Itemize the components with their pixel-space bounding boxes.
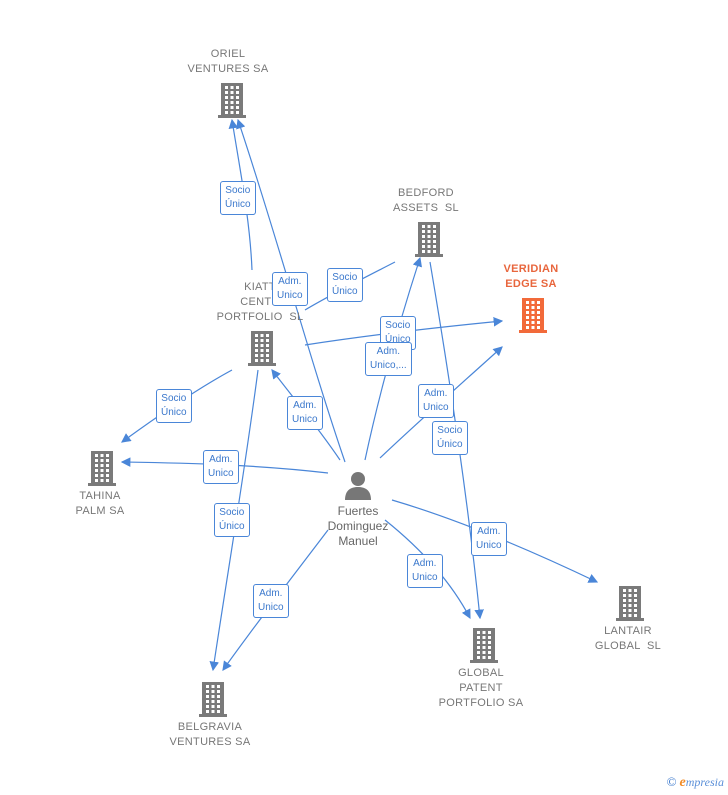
node-belgravia[interactable]: BELGRAVIA VENTURES SA [150, 720, 270, 750]
person-icon [345, 472, 371, 500]
node-oriel-label: ORIEL VENTURES SA [187, 48, 269, 75]
node-kiatt[interactable]: KIATT CENTR PORTFOLIO SL [200, 280, 320, 325]
node-bedford-label: BEDFORD ASSETS SL [393, 187, 459, 214]
copyright-icon: © [666, 774, 677, 789]
relation-label[interactable]: Socio Único [432, 421, 468, 455]
brand-footer[interactable]: ©empresia [667, 774, 724, 791]
relation-label[interactable]: Adm. Unico [287, 396, 323, 430]
building-icon[interactable] [197, 681, 229, 722]
relation-label[interactable]: Socio Único [220, 181, 256, 215]
node-kiatt-label: KIATT CENTR PORTFOLIO SL [216, 281, 304, 323]
relation-label[interactable]: Adm. Unico [418, 384, 454, 418]
building-icon[interactable] [413, 221, 445, 262]
relation-label[interactable]: Adm. Unico [203, 450, 239, 484]
relation-label[interactable]: Socio Único [156, 389, 192, 423]
building-icon[interactable] [86, 450, 118, 491]
brand-logo-e: e [679, 775, 686, 790]
person-name: Fuertes Dominguez Manuel [327, 504, 389, 548]
relation-label[interactable]: Adm. Unico [407, 554, 443, 588]
relation-label[interactable]: Adm. Unico [471, 522, 507, 556]
node-bedford[interactable]: BEDFORD ASSETS SL [366, 186, 486, 216]
building-icon[interactable] [216, 82, 248, 123]
building-icon[interactable] [246, 330, 278, 371]
relation-label[interactable]: Adm. Unico [272, 272, 308, 306]
node-lantair-label: LANTAIR GLOBAL SL [594, 625, 662, 652]
building-icon[interactable] [614, 585, 646, 626]
relation-label[interactable]: Adm. Unico [253, 584, 289, 618]
building-icon[interactable] [468, 627, 500, 668]
node-global-patent[interactable]: GLOBAL PATENT PORTFOLIO SA [421, 666, 541, 711]
relation-label[interactable]: Socio Único [327, 268, 363, 302]
node-tahina-label: TAHINA PALM SA [75, 490, 125, 517]
node-veridian[interactable]: VERIDIAN EDGE SA [471, 262, 591, 292]
node-lantair[interactable]: LANTAIR GLOBAL SL [568, 624, 688, 654]
relation-label[interactable]: Adm. Unico,... [365, 342, 412, 376]
node-belgravia-label: BELGRAVIA VENTURES SA [169, 721, 251, 748]
person-node[interactable]: Fuertes Dominguez Manuel [313, 470, 403, 549]
node-oriel[interactable]: ORIEL VENTURES SA [168, 47, 288, 77]
brand-name: mpresia [685, 775, 724, 789]
relation-label[interactable]: Socio Único [214, 503, 250, 537]
building-icon-highlight[interactable] [517, 297, 549, 338]
node-global-patent-label: GLOBAL PATENT PORTFOLIO SA [438, 667, 524, 709]
node-tahina[interactable]: TAHINA PALM SA [40, 489, 160, 519]
node-veridian-label: VERIDIAN EDGE SA [503, 263, 559, 290]
